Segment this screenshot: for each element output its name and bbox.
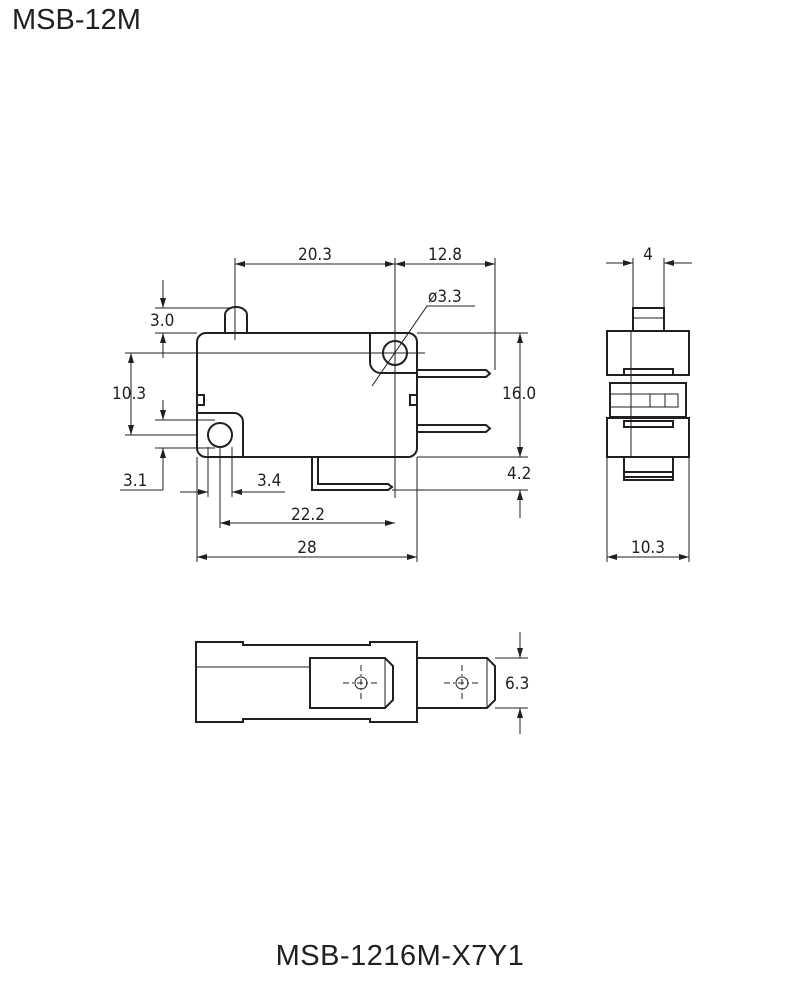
bottom-view: 6.3 — [195, 632, 529, 734]
actuator-button — [224, 306, 248, 333]
drawing-title: MSB-12M — [12, 4, 141, 36]
lower-boss — [197, 412, 244, 457]
terminal-lower — [311, 457, 394, 491]
dim-6-3: 6.3 — [505, 674, 529, 694]
dim-12-8: 12.8 — [428, 245, 462, 265]
dim-3-1: 3.1 — [123, 471, 147, 491]
dim-4: 4 — [643, 245, 653, 265]
front-view: 20.3 12.8 ø3.3 3.0 10.3 16.0 4.2 3.1 3.4… — [112, 245, 536, 562]
terminal-upper — [417, 369, 492, 378]
dim-3-4: 3.4 — [257, 471, 281, 491]
middle-section — [609, 382, 687, 418]
side-view: 4 10.3 — [606, 245, 692, 562]
lower-housing — [606, 417, 690, 458]
right-slot — [409, 394, 418, 406]
left-slot — [196, 394, 205, 406]
terminal-1 — [309, 657, 394, 709]
base — [623, 456, 674, 481]
plunger — [632, 307, 665, 332]
dim-hole-diameter: ø3.3 — [428, 287, 462, 307]
lower-mounting-hole — [207, 422, 233, 448]
dim-3-0: 3.0 — [150, 311, 174, 331]
dim-22-2: 22.2 — [291, 505, 325, 525]
dim-side-10-3: 10.3 — [631, 538, 665, 558]
model-number: MSB-1216M-X7Y1 — [275, 940, 525, 972]
dim-10-3: 10.3 — [112, 384, 146, 404]
dim-28: 28 — [297, 538, 316, 558]
dim-20-3: 20.3 — [298, 245, 332, 265]
dim-4-2: 4.2 — [507, 464, 531, 484]
dim-16-0: 16.0 — [502, 384, 536, 404]
terminal-middle — [417, 424, 492, 433]
terminal-2 — [417, 657, 496, 709]
bottom-housing — [195, 641, 418, 723]
